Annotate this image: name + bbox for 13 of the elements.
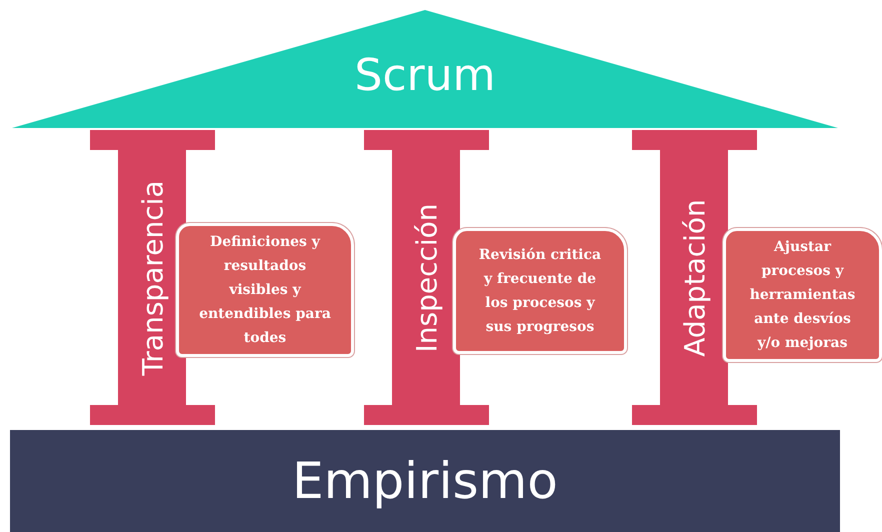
callout-box — [453, 228, 627, 354]
foundation-block — [10, 430, 840, 532]
roof-title: Scrum — [354, 50, 496, 101]
callout-text: Revisión critica y frecuente de los procesos y sus progresos — [478, 246, 602, 337]
roof-triangle — [12, 10, 838, 128]
foundation-title: Empirismo — [292, 452, 558, 510]
callout-box — [176, 223, 354, 357]
pillar-label: Transparencia — [136, 180, 169, 376]
pillar-label: Inspección — [410, 202, 443, 352]
pillar-label: Adaptación — [678, 198, 711, 356]
callout-text: Definiciones y resultados visibles y entendibles para todes — [199, 233, 331, 348]
callout-text: Ajustar procesos y herramientas ante desvíos y/o mejoras — [748, 238, 856, 353]
callout-box — [723, 228, 882, 362]
